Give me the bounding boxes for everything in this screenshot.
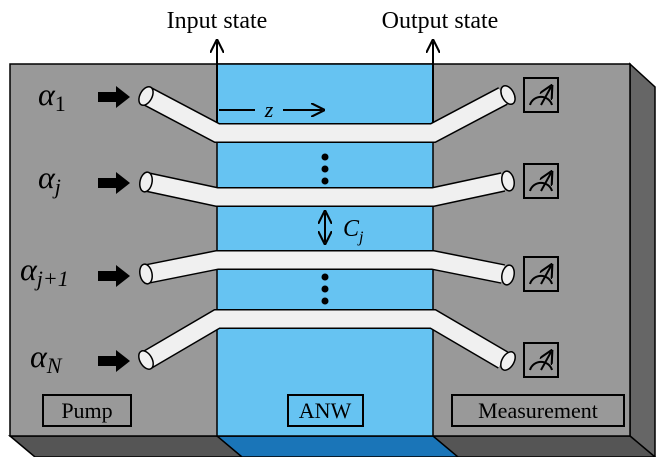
input-label-j: αj <box>38 159 61 199</box>
right-arrow-icon <box>98 86 130 372</box>
anw-label: ANW <box>299 398 352 423</box>
slab-side-face <box>629 62 656 457</box>
measurement-label: Measurement <box>478 398 598 423</box>
waveguide-j1 <box>145 251 505 283</box>
output-state-label: Output state <box>382 8 499 34</box>
pump-label: Pump <box>61 398 112 423</box>
ellipsis-dots-upper <box>321 153 329 185</box>
anw-label-box <box>287 394 364 427</box>
coupling-label: Cj <box>343 216 364 246</box>
pump-label-box <box>42 394 132 427</box>
measurement-label-box <box>451 394 625 427</box>
waveguide-1 <box>143 88 507 142</box>
waveguide-j <box>145 173 505 206</box>
input-label-1: α1 <box>38 76 66 116</box>
ellipsis-dots-lower <box>321 273 329 305</box>
waveguide-n <box>142 310 508 368</box>
anw-bottom-face <box>214 435 460 457</box>
input-label-n: αN <box>30 338 63 378</box>
meter-icon <box>523 77 559 378</box>
waveguides <box>138 84 516 371</box>
input-label-j1: αj+1 <box>20 251 69 291</box>
input-state-label: Input state <box>167 8 268 34</box>
z-axis-label: z <box>264 97 274 122</box>
